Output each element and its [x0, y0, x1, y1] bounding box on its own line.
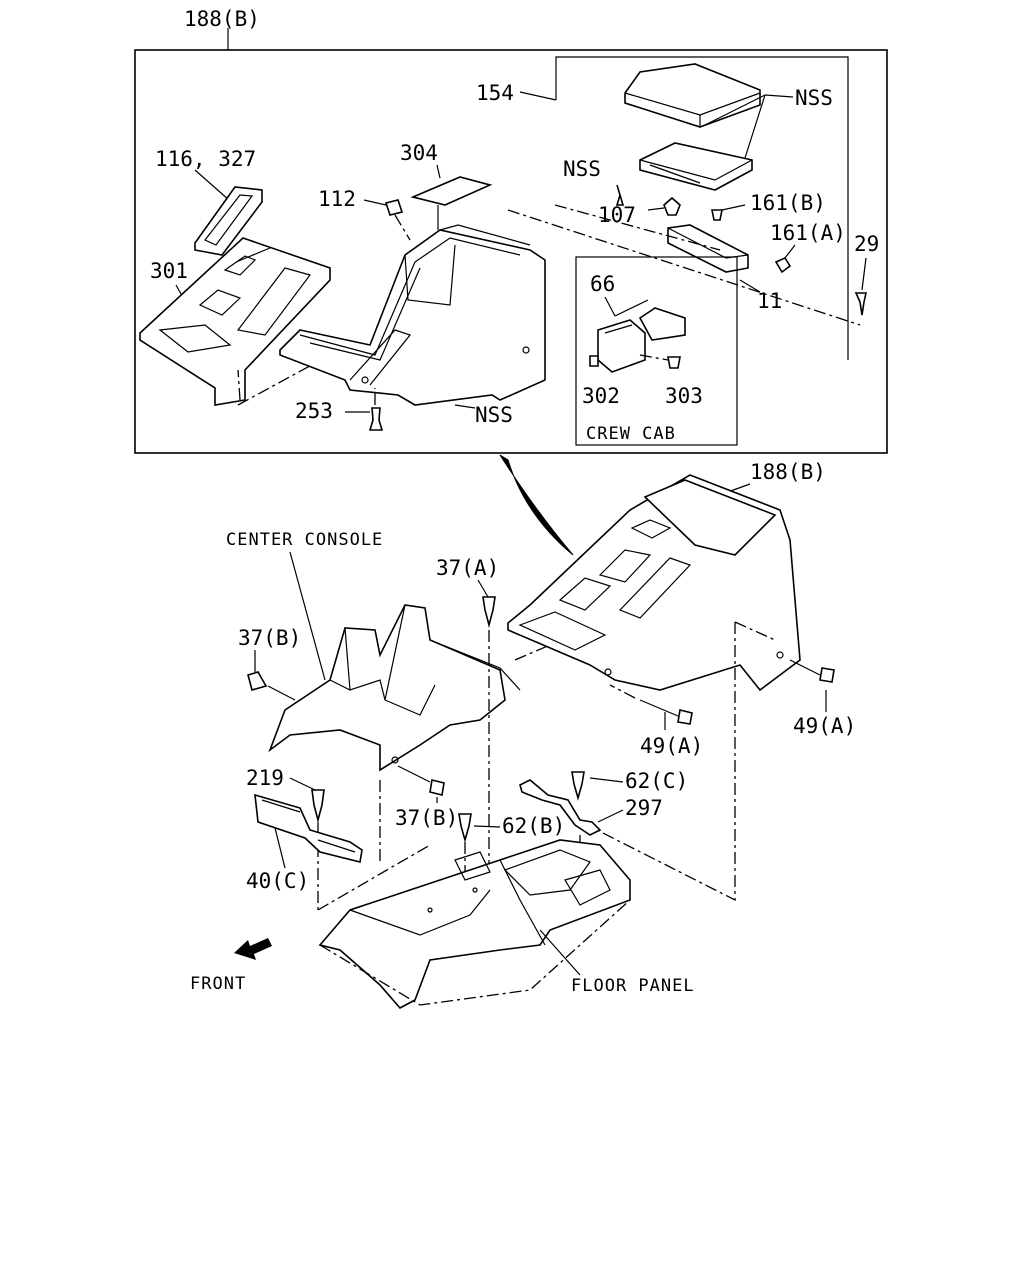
screw-37b-left — [247, 671, 268, 691]
bracket-40c — [254, 793, 363, 863]
arrow-down-left-icon — [234, 938, 272, 960]
lid-subframe — [555, 56, 849, 360]
clip-112 — [384, 199, 404, 216]
screw-49a-mid — [677, 709, 693, 725]
lid-base-plate — [639, 142, 753, 191]
label-253: 253 — [295, 399, 333, 423]
screw-62b — [458, 813, 472, 843]
console-assembly-188b — [507, 474, 801, 692]
tray-301 — [139, 237, 331, 406]
cup-holder-66 — [597, 307, 686, 373]
label-crew-cab: CREW CAB — [586, 424, 676, 444]
label-62b: 62(B) — [502, 814, 565, 838]
bracket-297 — [519, 779, 602, 836]
label-37b-low: 37(B) — [395, 806, 458, 830]
label-40c: 40(C) — [246, 869, 309, 893]
label-188b-top: 188(B) — [184, 7, 260, 31]
label-11: 11 — [757, 289, 782, 313]
label-nss-screw: NSS — [563, 157, 601, 181]
label-49a-mid: 49(A) — [640, 734, 703, 758]
clip-107 — [663, 196, 681, 216]
clip-302 — [589, 355, 599, 367]
clip-161a — [774, 256, 792, 274]
label-161a: 161(A) — [770, 221, 846, 245]
screw-219 — [311, 789, 325, 824]
label-107: 107 — [598, 203, 636, 227]
label-297: 297 — [625, 796, 663, 820]
label-303: 303 — [665, 384, 703, 408]
insert-116-327 — [194, 186, 263, 256]
label-112: 112 — [318, 187, 356, 211]
console-body-nss — [279, 224, 546, 406]
screw-nss — [615, 184, 625, 206]
screw-62c — [571, 771, 585, 801]
armrest-lid — [624, 63, 761, 128]
label-66: 66 — [590, 272, 615, 296]
floor-panel — [318, 839, 631, 1010]
screw-49a-right — [819, 667, 835, 683]
label-188b-assembly: 188(B) — [750, 460, 826, 484]
bracket-11 — [667, 224, 749, 273]
clip-161b — [711, 209, 723, 221]
label-62c: 62(C) — [625, 769, 688, 793]
label-37b-left: 37(B) — [238, 626, 301, 650]
label-front: FRONT — [190, 974, 246, 994]
label-center-console: CENTER CONSOLE — [226, 530, 383, 550]
label-302: 302 — [582, 384, 620, 408]
label-29: 29 — [854, 232, 879, 256]
label-301: 301 — [150, 259, 188, 283]
label-161b: 161(B) — [750, 191, 826, 215]
label-304: 304 — [400, 141, 438, 165]
screw-37b-low — [429, 779, 445, 796]
detail-frame — [134, 49, 888, 454]
pointer-arrow — [499, 454, 574, 556]
center-console — [268, 604, 521, 772]
screw-253 — [368, 407, 384, 431]
label-219: 219 — [246, 766, 284, 790]
cover-304 — [410, 176, 493, 206]
screw-29 — [854, 292, 867, 316]
clip-303 — [667, 356, 681, 369]
label-49a-right: 49(A) — [793, 714, 856, 738]
label-nss-lid: NSS — [795, 86, 833, 110]
crew-cab-frame — [575, 256, 738, 446]
label-116-327: 116, 327 — [155, 147, 256, 171]
label-154: 154 — [476, 81, 514, 105]
label-37a: 37(A) — [436, 556, 499, 580]
screw-37a — [482, 596, 496, 629]
label-floor-panel: FLOOR PANEL — [571, 976, 695, 996]
label-nss-body: NSS — [475, 403, 513, 427]
